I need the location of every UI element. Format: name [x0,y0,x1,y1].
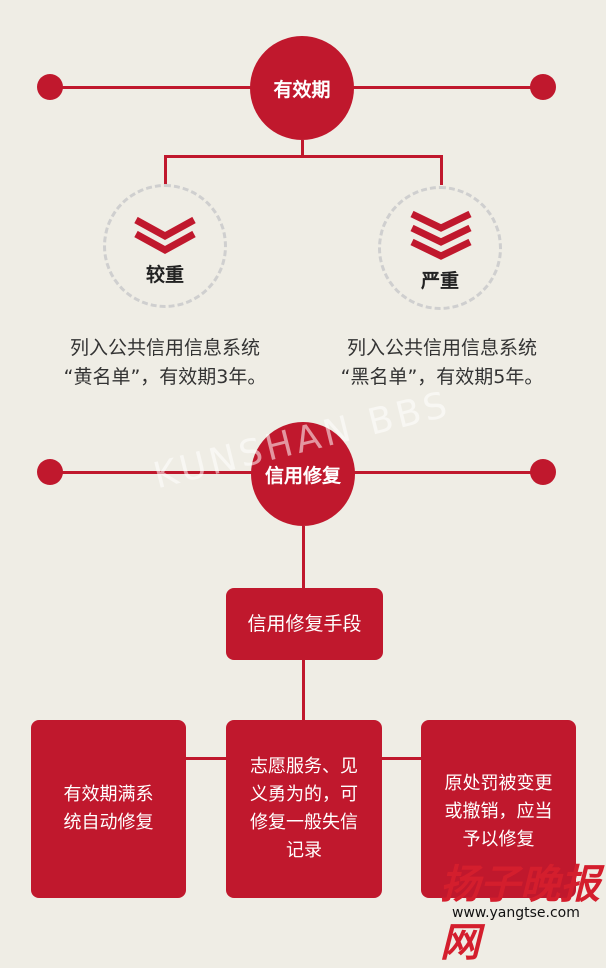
severe-label: 严重 [420,270,459,292]
severe-ring [378,186,502,310]
severe-description: 列入公共信用信息系统 “黑名单”，有效期5年。 [312,334,572,392]
option1-line1: 有效期满系 [63,784,154,805]
option2-line3: 修复一般失信 [250,812,358,833]
moderate-desc-line2: “黄名单”，有效期3年。 [63,366,267,388]
option-auto-repair: 有效期满系 统自动修复 [31,720,186,898]
severe-desc-line2: “黑名单”，有效期5年。 [340,366,544,388]
repair-method-box: 信用修复手段 [226,588,383,660]
moderate-description: 列入公共信用信息系统 “黄名单”，有效期3年。 [35,334,295,392]
option-volunteer-repair: 志愿服务、见 义勇为的，可 修复一般失信 记录 [226,720,382,898]
moderate-ring [103,184,227,308]
middle-right-dot [530,459,556,485]
branch-right-drop [440,155,443,185]
top-left-dot [37,74,63,100]
validity-stem [301,140,304,157]
branch-line [164,155,443,158]
option2-line2: 义勇为的，可 [250,784,358,805]
moderate-label: 较重 [145,264,184,286]
severe-desc-line1: 列入公共信用信息系统 [346,337,537,359]
moderate-desc-line1: 列入公共信用信息系统 [69,337,260,359]
double-chevron-icon [134,216,196,254]
options-connector-left [186,757,226,760]
repair-stem [302,526,305,588]
options-connector-right [382,757,422,760]
credit-repair-badge: 信用修复 [251,422,355,526]
source-url: www.yangtse.com [452,905,580,921]
method-stem [302,660,305,720]
middle-left-dot [37,459,63,485]
option-penalty-revoked: 原处罚被变更 或撤销，应当 予以修复 [421,720,576,898]
option3-line2: 或撤销，应当 [444,801,553,822]
branch-left-drop [164,155,167,185]
top-right-dot [530,74,556,100]
validity-badge: 有效期 [250,36,354,140]
option2-line1: 志愿服务、见 [250,756,358,777]
option1-line2: 统自动修复 [63,812,154,833]
option3-line1: 原处罚被变更 [444,773,553,794]
option3-line3: 予以修复 [462,829,535,850]
triple-chevron-icon [410,210,472,260]
option2-line4: 记录 [286,840,322,861]
